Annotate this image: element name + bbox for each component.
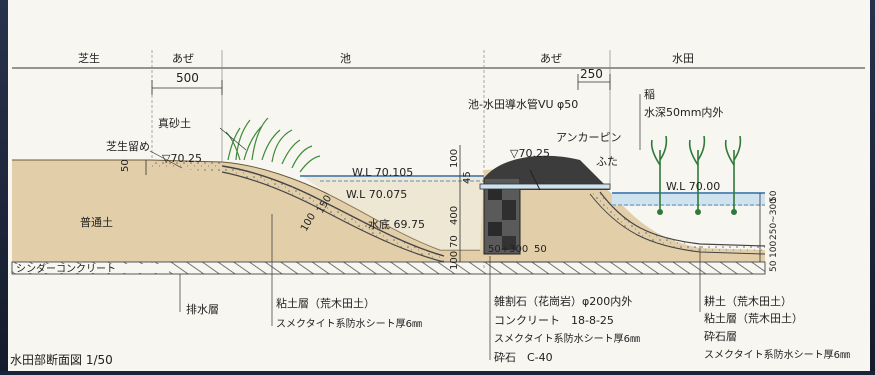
dim-500: 500 — [176, 71, 199, 85]
label-wl-pond2: W.L 70.075 — [346, 188, 407, 201]
label-sheet-2: スメクタイト系防水シート厚6㎜ — [494, 332, 640, 345]
label-saiseki-2: 砕石層 — [704, 329, 737, 343]
label-saiseki: 砕石 C-40 — [494, 350, 553, 364]
material-labels: 排水層 粘土層（荒木田土） スメクタイト系防水シート厚6㎜ 雑割石（花崗岩）φ2… — [186, 294, 850, 364]
label-masago: 真砂土 — [158, 116, 191, 130]
cinder-concrete-band: シンダーコンクリート — [11, 261, 766, 275]
label-wl-pond: W.L 70.105 — [352, 166, 413, 179]
right-dark-margin — [870, 0, 875, 371]
elev-mid: ▽70.25 — [510, 147, 550, 160]
label-anchor-pin: アンカーピン — [556, 131, 622, 144]
dim-70: 70 — [449, 235, 460, 248]
section-labels: W.L 70.105 W.L 70.075 水底 69.75 W.L 70.00… — [80, 149, 779, 272]
label-warishi: 雑割石（花崗岩）φ200内外 — [494, 294, 632, 308]
label-wl-paddy: W.L 70.00 — [666, 180, 720, 193]
zone-aze-right: あぜ — [540, 52, 562, 65]
label-haisui: 排水層 — [186, 302, 219, 316]
left-dark-margin — [0, 0, 8, 371]
dim-45: 45 — [462, 171, 473, 184]
label-futsudo: 普通土 — [80, 215, 113, 229]
label-pipe: 池-水田導水管VU φ50 — [468, 97, 578, 111]
dim-r250: 250~300 — [769, 198, 779, 240]
dim-250: 250 — [580, 67, 603, 81]
label-kosaku: 耕土（荒木田土） — [704, 294, 792, 308]
dim-400: 400 — [449, 206, 460, 225]
label-concrete: コンクリート 18-8-25 — [494, 314, 614, 327]
dim-r50-b: 50 — [769, 260, 779, 272]
dim-r50: 50 — [769, 190, 779, 202]
dim-100-top: 100 — [449, 149, 460, 168]
label-sheet-3: スメクタイト系防水シート厚6㎜ — [704, 348, 850, 361]
drawing-caption: 水田部断面図 1/50 — [10, 352, 113, 367]
leader-lines — [179, 214, 701, 360]
dim-50-left: 50 — [120, 159, 131, 172]
label-shiba-dome: 芝生留め — [106, 139, 150, 153]
label-sheet-1: スメクタイト系防水シート厚6㎜ — [276, 317, 422, 330]
drawing-sheet: 芝生 あぜ 池 あぜ 水田 シンダーコンクリート — [8, 0, 870, 371]
grass-tuft — [225, 117, 321, 173]
dim-50-300: 50+300 — [488, 244, 528, 255]
zone-suiden: 水田 — [672, 52, 694, 65]
top-labels: 500 250 真砂土 芝生留め ▽70.25 池-水田導水管VU φ50 アン… — [106, 67, 723, 169]
label-lid: ふた — [596, 155, 618, 168]
rice-roots — [657, 209, 737, 215]
label-nendo-2: 粘土層（荒木田土） — [704, 311, 803, 325]
label-rice: 稲 — [644, 88, 655, 101]
dim-r100: 100 — [769, 241, 779, 258]
dimension-lines — [145, 74, 761, 263]
label-cinder: シンダーコンクリート — [16, 262, 116, 275]
zone-aze-left: あぜ — [172, 52, 194, 65]
zone-ike: 池 — [340, 52, 351, 65]
label-nendo: 粘土層（荒木田土） — [276, 296, 375, 310]
dim-50-right: 50 — [534, 244, 547, 255]
rice-plants — [650, 135, 742, 210]
cross-section-drawing: 芝生 あぜ 池 あぜ 水田 シンダーコンクリート — [10, 50, 865, 367]
elev-left: ▽70.25 — [162, 152, 202, 165]
label-depth: 水深50mm内外 — [644, 105, 723, 119]
dim-100-bottom: 100 — [449, 251, 460, 270]
stone-wall — [479, 155, 611, 255]
zone-shiba: 芝生 — [78, 51, 100, 65]
label-bottom: 水底 69.75 — [368, 217, 425, 231]
